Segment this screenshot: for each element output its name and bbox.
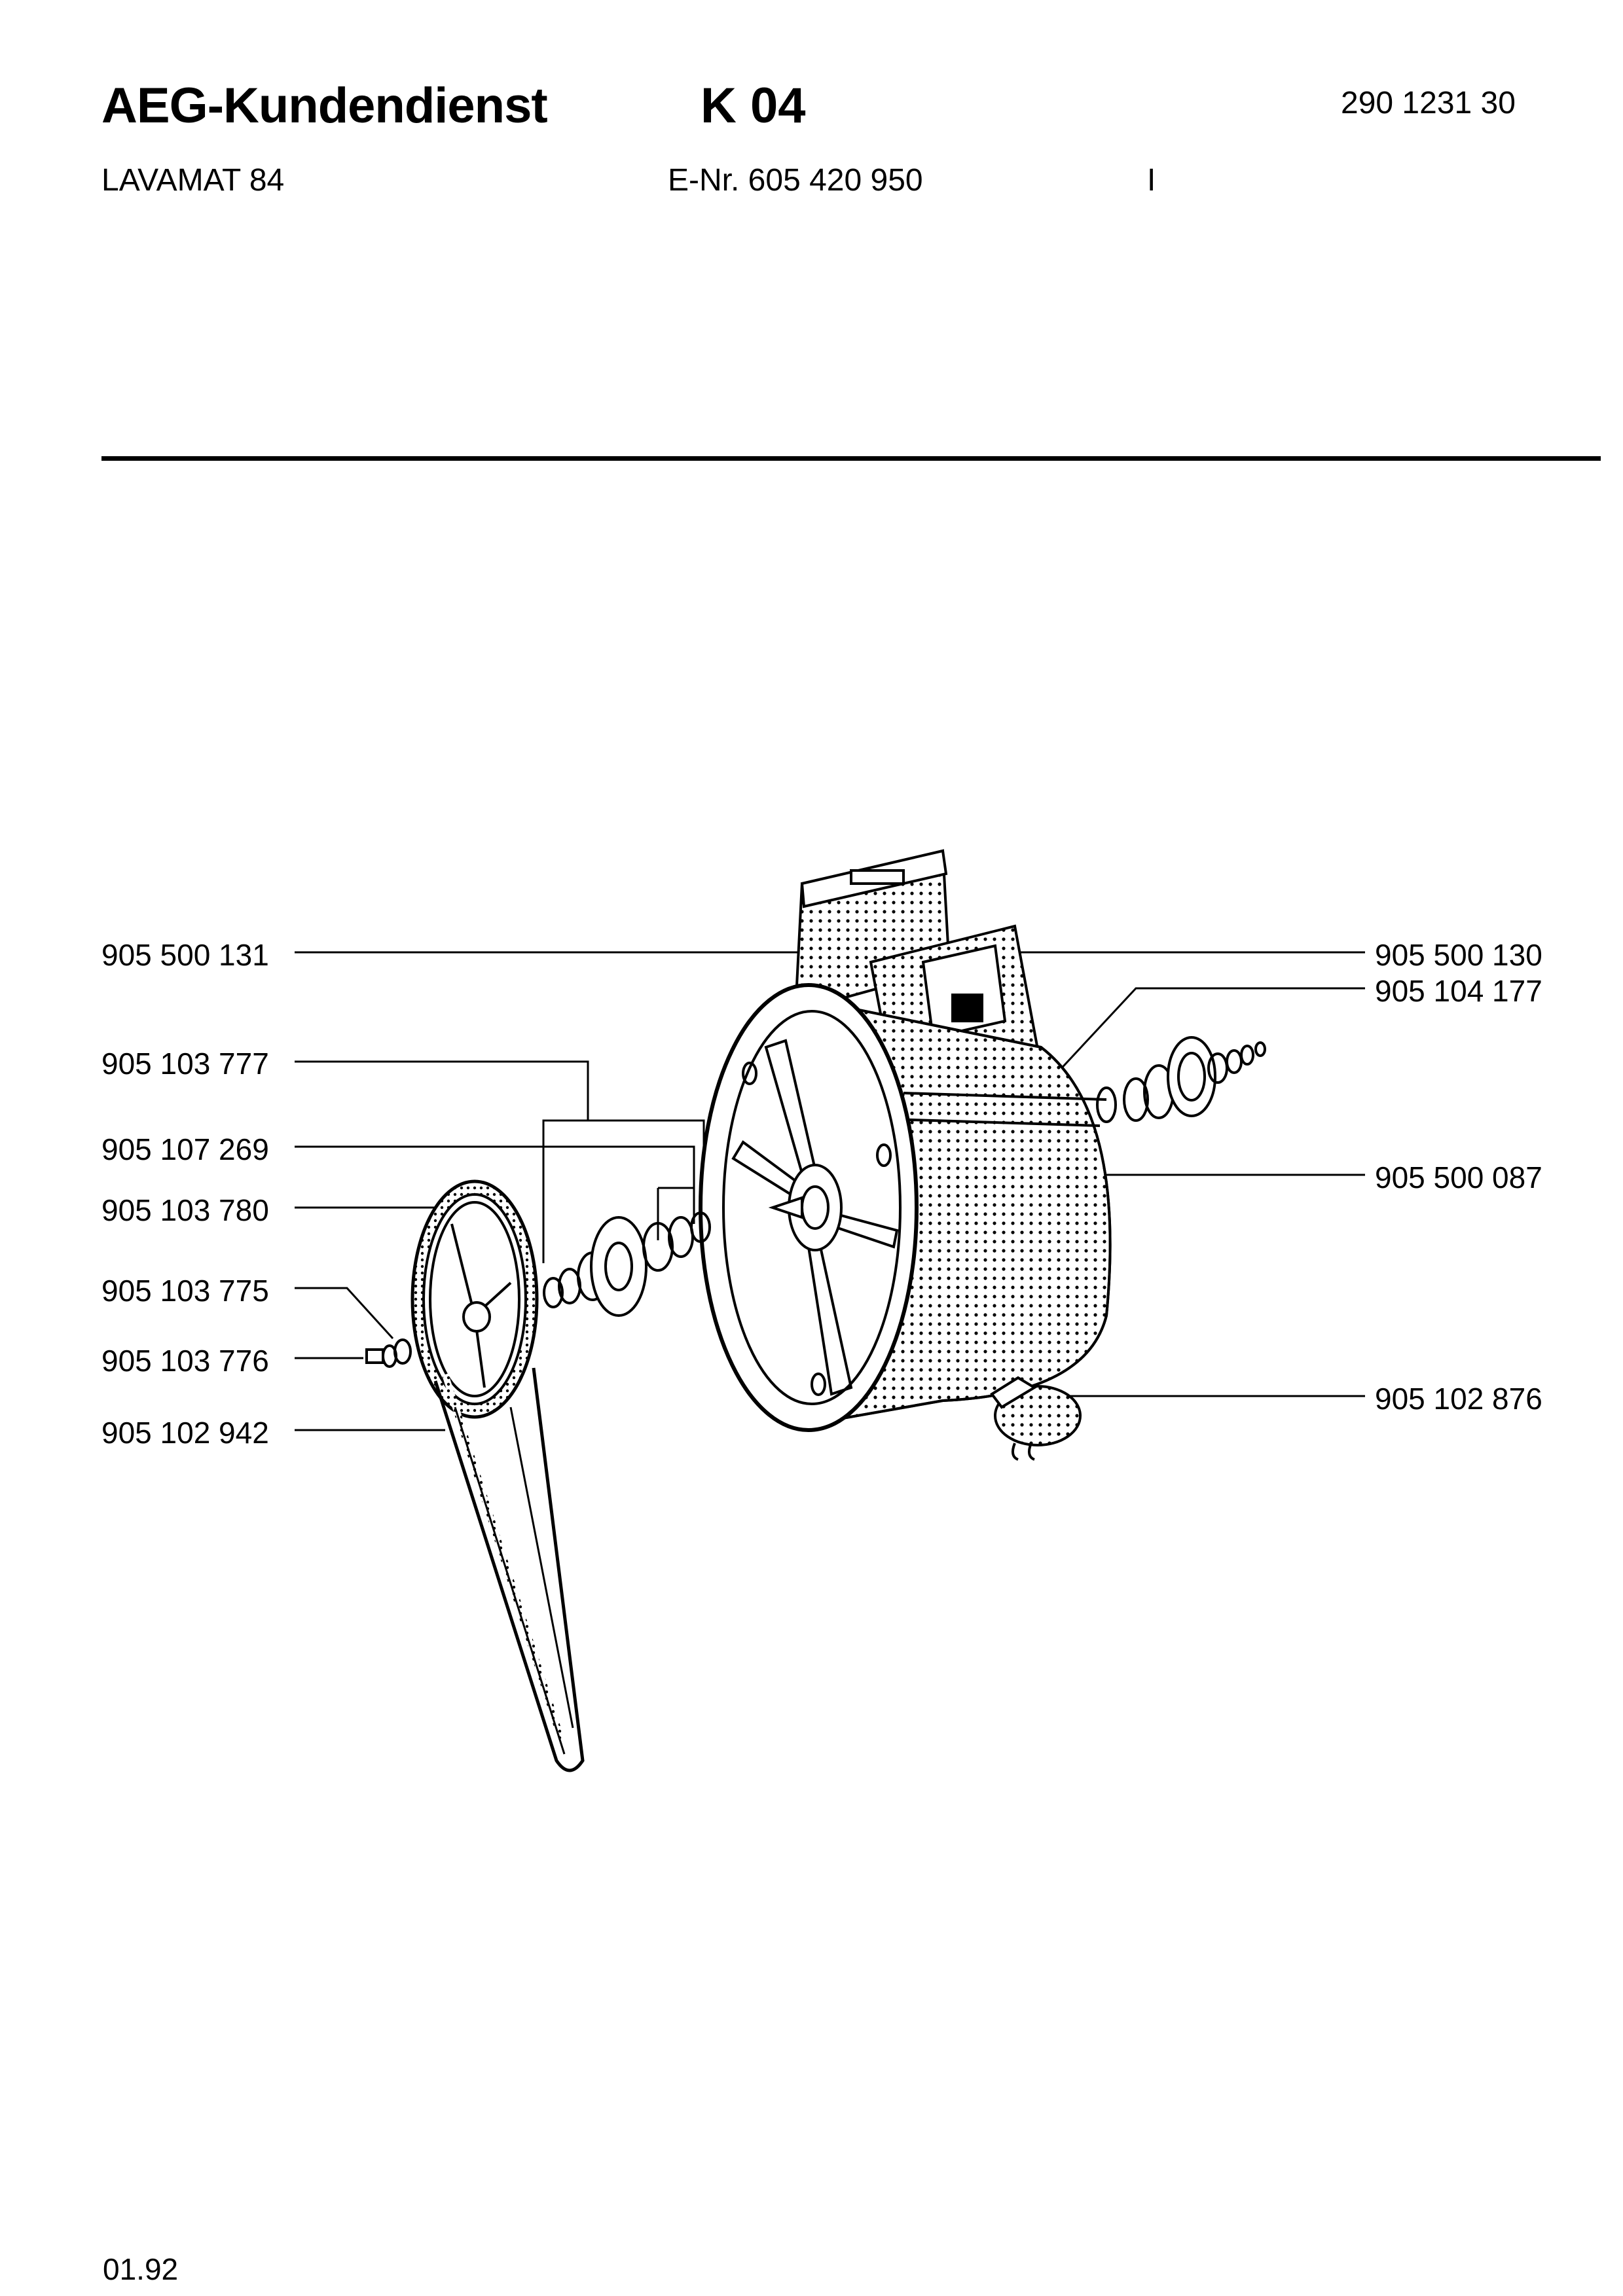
- part-number-label: 905 500 131: [101, 938, 269, 972]
- part-number-label: 905 102 942: [101, 1416, 269, 1450]
- e-number: E-Nr. 605 420 950: [668, 163, 923, 198]
- brand-title: AEG-Kundendienst: [101, 78, 548, 134]
- leader-lines-left: [295, 951, 877, 1431]
- issue-date: 01.92: [103, 2252, 179, 2286]
- model-name: LAVAMAT 84: [101, 163, 285, 198]
- header-rule: [101, 456, 1601, 461]
- rear-bearing-set: [1096, 1036, 1266, 1123]
- document-number: 290 1231 30: [1341, 86, 1516, 120]
- part-number-label: 905 103 777: [101, 1047, 269, 1081]
- part-number-label: 905 500 130: [1375, 938, 1542, 972]
- part-number-label: 905 107 269: [101, 1132, 269, 1166]
- front-bearing-set: [543, 1211, 711, 1317]
- part-number-label: 905 103 780: [101, 1193, 269, 1227]
- group-code: K 04: [701, 78, 806, 134]
- drive-belt: [433, 1367, 585, 1772]
- revision-mark: I: [1147, 163, 1156, 198]
- part-number-label: 905 103 775: [101, 1274, 269, 1308]
- part-number-label: 905 103 776: [101, 1344, 269, 1378]
- part-number-label: 905 104 177: [1375, 974, 1542, 1008]
- leader-lines-right: [1015, 951, 1365, 1397]
- part-number-label: 905 500 087: [1375, 1160, 1542, 1194]
- drain-cover: [990, 1376, 1082, 1461]
- drum-flange: [699, 983, 919, 1432]
- drum-pulley: [410, 1179, 539, 1419]
- screw-and-washer: [365, 1338, 412, 1368]
- part-number-label: 905 102 876: [1375, 1382, 1542, 1416]
